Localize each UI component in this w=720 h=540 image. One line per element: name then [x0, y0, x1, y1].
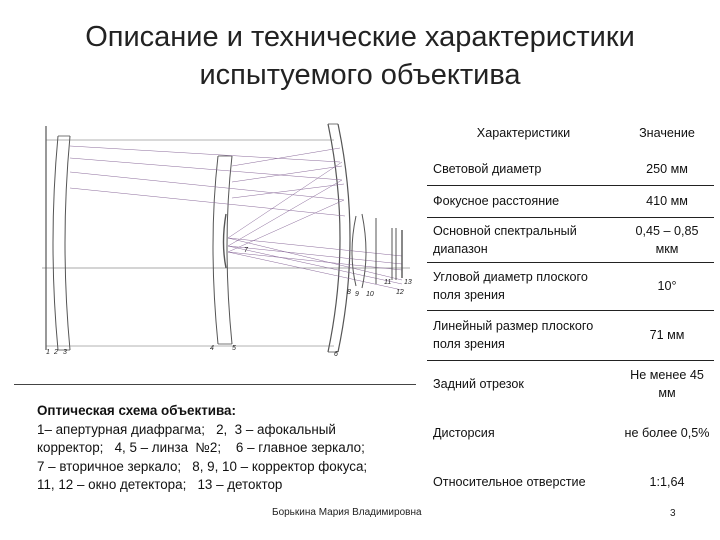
- row-value: 10°: [620, 262, 714, 311]
- table-row: Линейный размер плоского поля зрения 71 …: [427, 310, 714, 361]
- row-value: 1:1,64: [649, 475, 685, 489]
- focus-corrector-8: [351, 215, 357, 287]
- optical-scheme-caption: Оптическая схема объектива: 1– апертурна…: [37, 402, 417, 495]
- row-value: не более 0,5%: [624, 426, 710, 440]
- label-5: 5: [232, 345, 236, 352]
- secondary-mirror-7: [222, 213, 227, 269]
- label-10: 10: [366, 291, 374, 298]
- corrector-2: [52, 135, 59, 351]
- slide-title: Описание и технические характеристики ис…: [20, 18, 700, 94]
- table-row: Относительное отверстие 1:1,64: [427, 458, 714, 506]
- row-name: Основной спектральный диапазон: [427, 217, 620, 263]
- row-value: 410 мм: [620, 185, 714, 218]
- label-8: 8: [347, 289, 351, 296]
- label-7: 7: [244, 247, 249, 254]
- row-name: Относительное отверстие: [433, 475, 586, 489]
- header-value: Значение: [639, 126, 695, 140]
- specifications-table: Характеристики Значение Световой диаметр…: [427, 113, 714, 506]
- label-11: 11: [384, 279, 391, 286]
- caption-heading: Оптическая схема объектива:: [37, 403, 236, 418]
- label-4: 4: [210, 345, 214, 352]
- row-value: 0,45 – 0,85 мкм: [620, 217, 714, 263]
- caption-line: 7 – вторичное зеркало; 8, 9, 10 – коррек…: [37, 458, 368, 474]
- label-13: 13: [404, 279, 412, 286]
- label-9: 9: [355, 291, 359, 298]
- header-characteristics: Характеристики: [476, 126, 571, 140]
- row-value: 71 мм: [620, 310, 714, 361]
- footer-author: Борькина Мария Владимировна: [272, 507, 422, 518]
- caption-line: корректор; 4, 5 – линза №2; 6 – главное …: [37, 440, 365, 455]
- focus-corrector-9: [361, 213, 367, 289]
- corrector-3: [64, 135, 71, 351]
- label-3: 3: [63, 349, 67, 356]
- row-value: Не менее 45 мм: [630, 368, 704, 401]
- label-1: 1: [46, 349, 50, 356]
- optical-scheme-diagram: 1 2 3 4 5 6 7 8 9 10 11 12 13: [42, 123, 412, 358]
- page-number: 3: [670, 508, 676, 519]
- table-header-row: Характеристики Значение: [427, 113, 714, 153]
- caption-line: 1– апертурная диафрагма; 2, 3 – афокальн…: [37, 421, 336, 437]
- ray-bundle: [69, 145, 403, 291]
- lens-4: [212, 155, 219, 345]
- row-value: 250 мм: [620, 153, 714, 186]
- caption-divider: [14, 384, 416, 385]
- title-line-1: Описание и технические характеристики: [85, 21, 635, 53]
- main-mirror-6: [327, 123, 341, 353]
- table-row: Дисторсия не более 0,5%: [427, 408, 714, 458]
- row-name: Дисторсия: [433, 426, 495, 440]
- label-12: 12: [396, 289, 404, 296]
- lens-5: [226, 155, 233, 345]
- table-row: Фокусное расстояние 410 мм: [427, 185, 714, 218]
- table-row: Световой диаметр 250 мм: [427, 153, 714, 186]
- row-name: Задний отрезок: [433, 377, 524, 392]
- row-name: Световой диаметр: [427, 153, 620, 186]
- row-name: Фокусное расстояние: [427, 185, 620, 218]
- label-2: 2: [53, 349, 58, 356]
- label-6: 6: [334, 351, 338, 358]
- table-row: Задний отрезок Не менее 45 мм: [427, 360, 714, 408]
- caption-line: 11, 12 – окно детектора; 13 – детоктор: [37, 477, 283, 492]
- row-name: Линейный размер плоского поля зрения: [427, 310, 620, 361]
- title-line-2: испытуемого объектива: [199, 59, 521, 91]
- row-name: Угловой диаметр плоского поля зрения: [427, 262, 620, 311]
- table-row: Основной спектральный диапазон 0,45 – 0,…: [427, 217, 714, 263]
- table-row: Угловой диаметр плоского поля зрения 10°: [427, 262, 714, 311]
